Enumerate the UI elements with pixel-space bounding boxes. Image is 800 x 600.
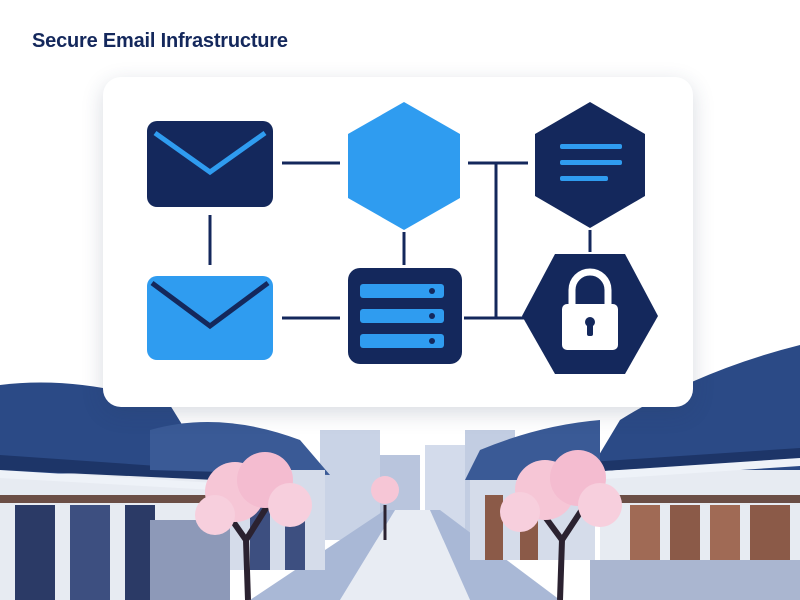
document-hexagon-icon: [535, 102, 645, 228]
hexagon-icon: [348, 102, 460, 230]
cherry-blossom-tree-left: [195, 452, 312, 600]
page-title: Secure Email Infrastructure: [32, 30, 288, 52]
connector-lines: [208, 161, 592, 320]
right-hanok-house: [590, 345, 800, 600]
cherry-blossom-tree-small: [371, 476, 399, 540]
street-road: [340, 510, 470, 600]
padlock-hexagon-icon: [522, 254, 658, 374]
envelope-icon: [147, 121, 273, 207]
envelope-icon: [147, 276, 273, 360]
cherry-blossom-tree-right: [500, 450, 622, 600]
server-icon: [348, 268, 462, 364]
